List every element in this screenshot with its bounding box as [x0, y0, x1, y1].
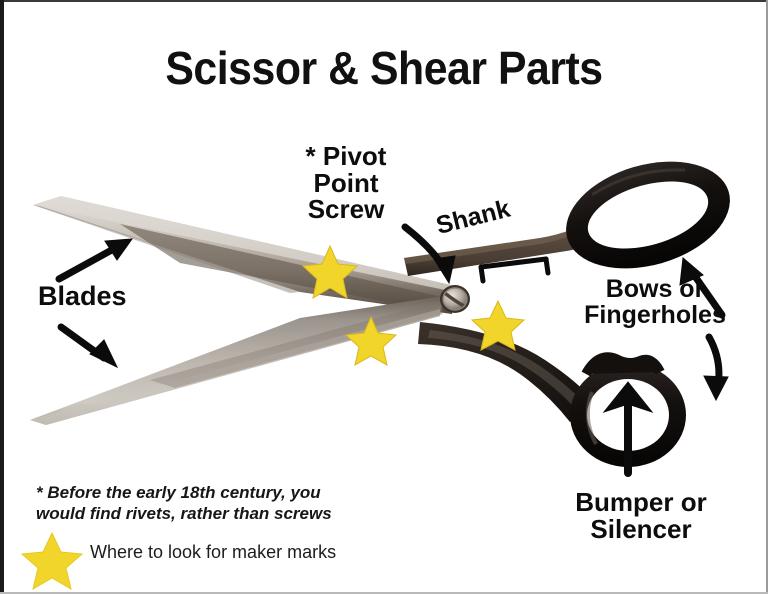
legend-description: Where to look for maker marks: [90, 542, 337, 562]
arrow-blades-upper: [55, 238, 134, 283]
label-bows-fingerholes: Bows or Fingerholes: [584, 275, 726, 329]
arrow-bumper-silencer: [602, 381, 654, 477]
page-title: Scissor & Shear Parts: [165, 42, 603, 94]
arrow-bows-upper: [679, 257, 726, 319]
label-blades: Blades: [38, 281, 127, 311]
arrow-pivot-screw: [401, 223, 456, 285]
legend-star-icon: [20, 531, 84, 591]
pivot-point-screw: [440, 285, 470, 313]
label-bumper-silencer: Bumper or Silencer: [575, 487, 707, 544]
lower-shank-group: [418, 322, 596, 422]
upper-bow-fingerhole: [566, 161, 730, 269]
star-markers-group: [301, 244, 526, 366]
star-lower-blade: [344, 315, 398, 366]
arrow-blades-lower: [57, 323, 119, 369]
bumper-silencer-bump: [581, 352, 665, 377]
star-shank: [470, 299, 526, 351]
shank-bracket: [478, 256, 551, 284]
arrow-bows-lower: [703, 333, 729, 402]
label-pivot-point-screw: * Pivot Point Screw: [305, 141, 387, 225]
star-upper-blade: [301, 244, 359, 300]
footnote-text: * Before the early 18th century, you wou…: [36, 483, 332, 524]
